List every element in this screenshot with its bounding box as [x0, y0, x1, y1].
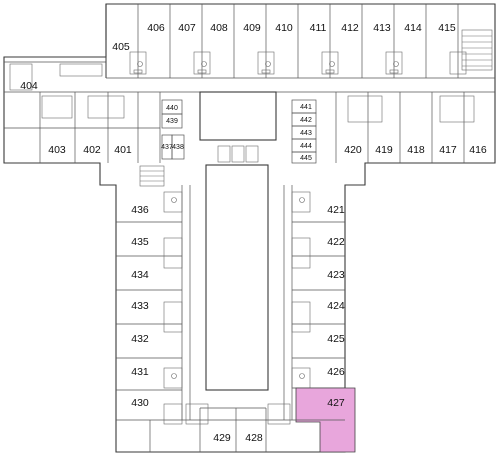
room-label: 408: [210, 22, 228, 34]
room-labels: 406 407 408 409 410 411 412 413 414 415 …: [20, 22, 487, 444]
room-label: 428: [245, 432, 263, 444]
room-label: 421: [327, 204, 345, 216]
room-label: 438: [172, 144, 184, 151]
room-label: 439: [166, 118, 178, 125]
room-label: 443: [300, 130, 312, 137]
elevator-icon: [217, 145, 259, 163]
utility-rooms-west: [161, 99, 185, 160]
outer-walls: [3, 3, 496, 453]
room-label: 441: [300, 104, 312, 111]
room-label: 426: [327, 366, 345, 378]
room-label: 411: [310, 22, 327, 34]
room-label: 405: [112, 41, 130, 53]
central-core: [199, 91, 277, 163]
room-label: 423: [327, 269, 345, 281]
room-label-highlighted: 427: [327, 397, 345, 409]
room-label: 401: [114, 144, 132, 156]
west-wing: [116, 165, 191, 425]
room-label: 444: [300, 143, 312, 150]
room-label: 413: [373, 22, 391, 34]
room-label: 406: [147, 22, 165, 34]
room-label: 425: [327, 333, 345, 345]
room-label: 437: [161, 144, 173, 151]
room-label: 404: [20, 80, 38, 92]
south-rooms: [116, 403, 345, 452]
room-label: 431: [131, 366, 149, 378]
room-label: 435: [131, 236, 149, 248]
room-label: 440: [166, 105, 178, 112]
toilet-icon: [137, 61, 399, 379]
room-label: 434: [131, 269, 149, 281]
atrium: [205, 164, 269, 391]
stair-icon: [461, 29, 493, 71]
room-label: 445: [300, 155, 312, 162]
sink-icon: [133, 69, 399, 74]
room-label: 430: [131, 397, 149, 409]
top-room-row: [105, 4, 495, 79]
room-label: 433: [131, 300, 149, 312]
utility-rooms-east: [291, 99, 317, 164]
room-label: 416: [469, 144, 487, 156]
room-label: 407: [178, 22, 196, 34]
room-label: 414: [404, 22, 422, 34]
room-label: 422: [327, 236, 345, 248]
room-label: 415: [438, 22, 456, 34]
room-label: 442: [300, 117, 312, 124]
stair-icon: [139, 165, 165, 187]
room-label: 412: [341, 22, 359, 34]
room-label: 403: [48, 144, 66, 156]
room-label: 417: [439, 144, 457, 156]
room-label: 418: [407, 144, 425, 156]
room-label: 429: [213, 432, 231, 444]
room-label: 432: [131, 333, 149, 345]
west-block: [9, 40, 107, 91]
room-label: 402: [83, 144, 101, 156]
room-label: 424: [327, 300, 345, 312]
room-label: 420: [344, 144, 362, 156]
room-label: 436: [131, 204, 149, 216]
room-label: 410: [275, 22, 293, 34]
room-label: 419: [375, 144, 393, 156]
north-lower-row: [4, 92, 475, 163]
room-label: 409: [243, 22, 261, 34]
